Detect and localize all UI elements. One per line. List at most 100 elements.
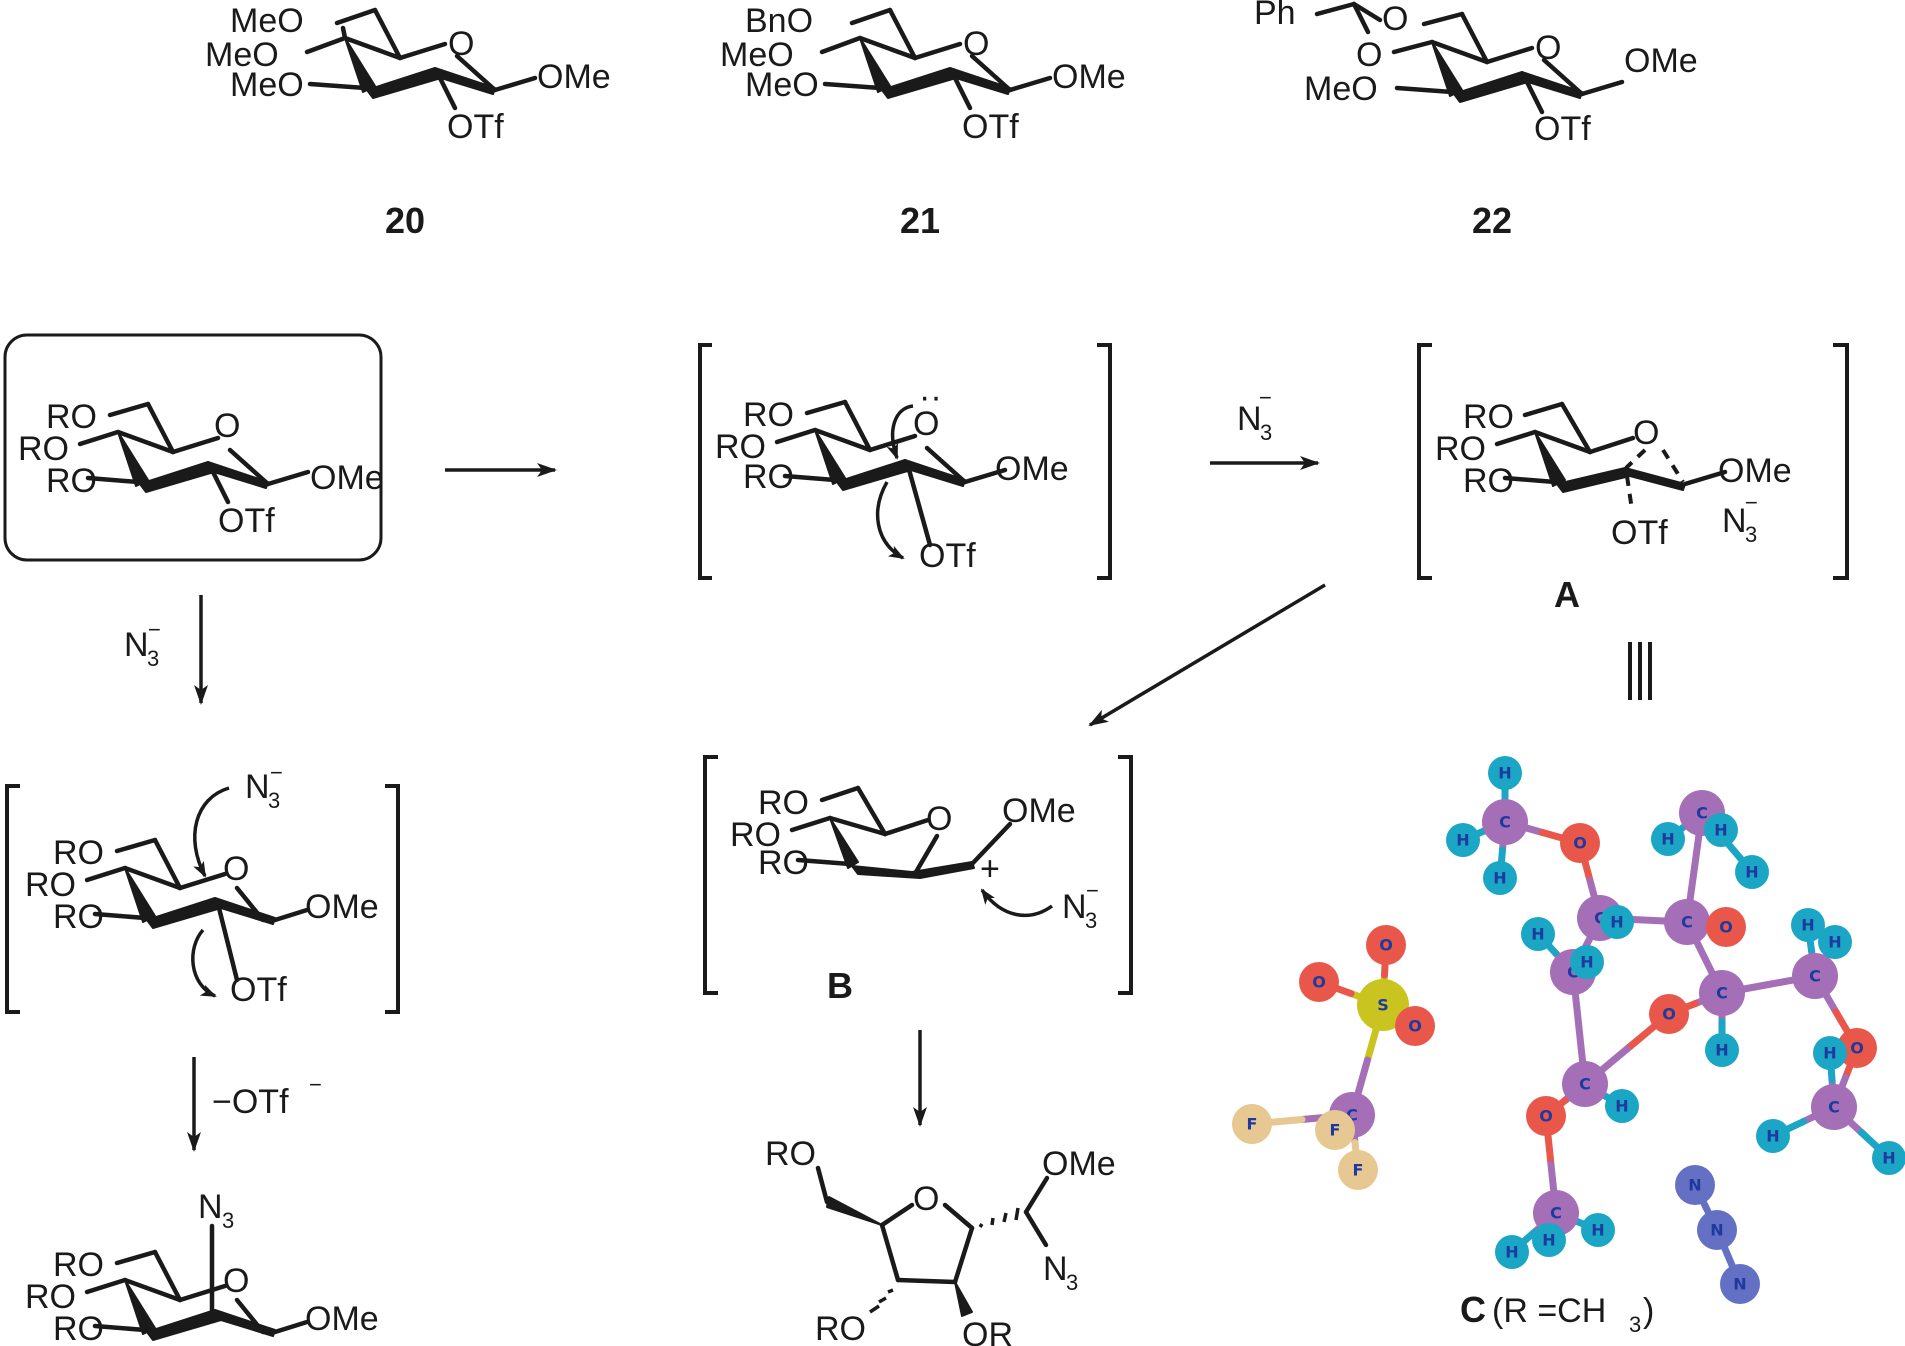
model-atom-label: C [1828,1098,1840,1117]
model-atom-c [1482,799,1528,845]
model-atom-label: C [1696,804,1708,823]
model-atom-o [1526,1096,1566,1136]
leaving-group-otf: OTf [1611,514,1668,552]
svg-text:−: − [309,1072,322,1097]
anomeric-ome: OMe [305,888,379,926]
n3-attack-arrow: N 3 − [124,595,208,705]
svg-text:N: N [124,626,149,664]
model-atom-label: C [1567,963,1579,982]
c4-substituent: MeO [205,36,279,74]
model-atom-label: O [1850,1039,1864,1058]
anomeric-ome: OMe [305,1300,379,1338]
ro-4: RO [715,428,766,466]
model-atom-label: H [1882,1149,1895,1168]
model-atom-o [1560,823,1600,863]
bracket-right [1097,343,1112,580]
ro-3: RO [46,462,97,500]
model-atom-label: H [1542,1231,1555,1250]
svg-text:3: 3 [1745,522,1757,547]
model-atom-label: H [1493,869,1506,888]
model-atom-label: H [1591,1221,1604,1240]
model-atom-h [1735,855,1769,889]
bracket-right [1118,755,1133,995]
model-atom-h [1705,1033,1739,1067]
ro-4: RO [25,866,76,904]
model-atom-label: C [1809,967,1821,986]
model-atom-o [1649,994,1689,1034]
acetal-oxygen-6: O [1382,0,1408,38]
ring-oxygen: O [926,800,952,838]
ro-4: RO [730,816,781,854]
intermediate-label: A [1554,574,1580,615]
svg-text:3: 3 [1085,908,1097,933]
model-atom-label: O [1312,973,1326,992]
model-atom-label: H [1531,925,1544,944]
ro-3: RO [1463,462,1514,500]
svg-text:3: 3 [268,788,280,813]
model-atom-n [1675,1165,1715,1205]
model-atom-h [1704,813,1738,847]
compound-number: 21 [900,200,940,241]
intermediate-A: RO RO RO O OMe OTf N 3 − A [1417,343,1849,615]
model-atom-label: F [1353,1161,1364,1180]
c3-substituent: MeO [1304,70,1378,108]
model-atom-label: C [1681,913,1693,932]
acetal-oxygen-4: O [1356,36,1382,74]
c1-substituent: OMe [1624,42,1698,80]
ro-3: RO [53,1310,104,1346]
model-atom-h [1483,861,1517,895]
model-atom-h [1495,1235,1529,1269]
bracket-left [698,343,712,580]
c2-substituent: OTf [447,108,504,146]
model-atom-label: O [1662,1005,1676,1024]
model-atom-o [1706,907,1746,947]
model-atom-o [1299,962,1339,1002]
model-atom-label: N [1710,1221,1723,1240]
model-label-bold: C [1460,1289,1486,1330]
azide-group: N [1043,1250,1068,1288]
c1-substituent: OMe [537,58,611,96]
svg-text:): ) [1643,1292,1654,1330]
model-atom-label: C [1579,1075,1591,1094]
model-atom-label: H [1498,764,1511,783]
svg-text:−OTf: −OTf [212,1083,289,1121]
model-atom-n [1720,1264,1760,1304]
ring-oxygen: O [913,405,939,443]
oxocarbenium-charge: + [980,850,1000,888]
leaving-group-otf: OTf [218,502,275,540]
model-atom-label: H [1661,830,1674,849]
svg-text:3: 3 [1260,420,1272,445]
intermediate-label: B [827,965,853,1006]
model-atom-n [1697,1210,1737,1250]
c6-substituent: MeO [230,2,304,40]
model-atom-h [1488,756,1522,790]
ro-4: RO [1435,430,1486,468]
lone-pair: ·· [919,378,942,416]
model-atom-h [1818,925,1852,959]
model-atom-h [1521,917,1555,951]
compound-21: BnO MeO MeO O OMe OTf 21 [720,2,1126,241]
ome: OMe [1042,1145,1116,1183]
compound-number: 22 [1472,200,1512,241]
bracket-right [385,784,400,1014]
svg-text:3: 3 [1629,1312,1641,1337]
anomeric-ome: OMe [995,450,1069,488]
curved-arrow-lone-pair [886,404,914,460]
ring-oxygen: O [448,25,474,63]
azide-nucleophile: N [245,768,270,806]
c1-substituent: OMe [1052,58,1126,96]
svg-text:−: − [1259,385,1272,410]
model-atom-label: H [1745,863,1758,882]
equivalence-symbol [1628,642,1652,700]
leaving-group-otf: OTf [919,537,976,575]
svg-text:3: 3 [1066,1270,1078,1295]
model-atom-h [1570,945,1604,979]
model-atom-label: H [1615,1097,1628,1116]
model-label-text: (R =CH [1492,1292,1606,1330]
ro-3: RO [743,458,794,496]
model-atom-h [1651,822,1685,856]
curved-arrow-azide-attack [980,888,1054,918]
compound-number: 20 [385,200,425,241]
svg-text:3: 3 [222,1208,234,1233]
